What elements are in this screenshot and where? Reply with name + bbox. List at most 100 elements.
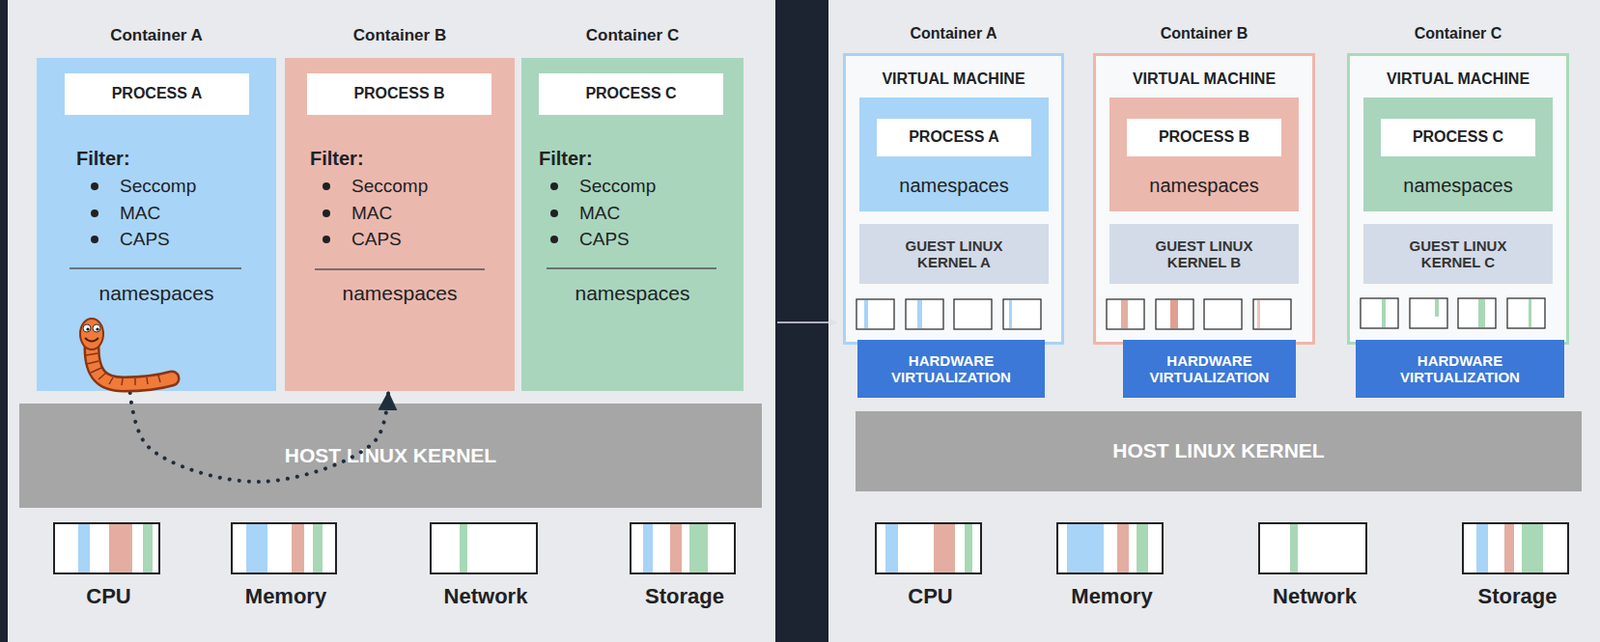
text-slot: HOST LINUX KERNEL (19, 403, 762, 508)
kernel-label: HOST LINUX KERNEL (284, 444, 497, 468)
bullet-dot (90, 235, 99, 244)
bullet-dot (550, 235, 559, 244)
usage-stripe (142, 522, 153, 575)
usage-stripe (291, 522, 305, 575)
text-slot: HOST LINUX KERNEL (855, 411, 1582, 492)
usage-stripe (670, 522, 682, 575)
text-slot: Container A (842, 20, 1065, 48)
text-slot: Memory (203, 582, 368, 612)
filter-heading: Filter: (309, 147, 365, 170)
text-slot: GUEST LINUX KERNEL B (1130, 224, 1278, 284)
kernel-label: HOST LINUX KERNEL (1112, 439, 1324, 463)
namespaces-label: namespaces (1149, 174, 1259, 197)
namespaces-label: namespaces (341, 281, 457, 306)
hardware-virtualization-label: HARDWARE VIRTUALIZATION (1365, 352, 1555, 387)
filter-item: CAPS (579, 228, 630, 251)
resource-label: Network (1272, 584, 1357, 609)
resource-label: Memory (245, 584, 327, 609)
filter-item: MAC (119, 202, 161, 225)
text-slot: Container A (36, 21, 277, 51)
worm-eye (92, 324, 101, 333)
namespaces-label: namespaces (898, 174, 1009, 197)
guest-kernel-box: GUEST LINUX KERNEL C (1363, 224, 1553, 284)
usage-stripe (246, 522, 268, 575)
text-slot: Storage (1434, 582, 1600, 612)
panel-arrow-line (777, 321, 833, 324)
text-slot: namespaces (284, 280, 515, 308)
resource-box: Storage (1461, 522, 1570, 575)
text-slot: namespaces (859, 170, 1049, 200)
usage-stripe (689, 522, 708, 575)
usage-stripe (964, 522, 973, 575)
filter-item: MAC (351, 202, 393, 225)
process-label: PROCESS B (1158, 128, 1250, 146)
divider-lines (69, 268, 717, 270)
usage-stripe (643, 522, 653, 575)
usage-stripe (1521, 522, 1544, 575)
guest-kernel-box: GUEST LINUX KERNEL B (1109, 224, 1299, 284)
text-slot: Seccomp (322, 173, 507, 199)
text-slot: PROCESS A (876, 118, 1032, 157)
resource-box: Memory (1056, 522, 1164, 575)
text-slot: VIRTUAL MACHINE (842, 65, 1065, 93)
text-slot: HARDWARE VIRTUALIZATION (1132, 339, 1287, 398)
usage-stripe (1290, 522, 1298, 575)
vm-slots (856, 298, 1545, 330)
resource-ground (874, 522, 983, 575)
filter-item: CAPS (351, 228, 402, 251)
text-slot: namespaces (1109, 170, 1299, 200)
text-slot: VIRTUAL MACHINE (1347, 65, 1570, 93)
filter-item: CAPS (119, 228, 170, 251)
divider-line (314, 268, 485, 271)
filter-heading: Filter: (538, 147, 593, 170)
resource-label: Storage (1478, 584, 1558, 609)
divider-line (69, 267, 242, 270)
text-slot: Seccomp (550, 173, 736, 199)
divider-line (546, 267, 717, 270)
text-slot: CPU (26, 582, 192, 612)
text-slot: Memory (1029, 582, 1195, 612)
resource-ground (230, 522, 337, 575)
process-label: PROCESS A (112, 84, 203, 103)
namespaces-label: namespaces (1403, 174, 1513, 197)
usage-stripe (1504, 522, 1515, 575)
kernel-band: HOST LINUX KERNEL (19, 403, 762, 508)
process-label: PROCESS C (585, 84, 676, 103)
bullet-dot (322, 182, 331, 191)
worm-smile (84, 337, 99, 342)
container-column: Container AFilter:SeccompMACCAPSnamespac… (36, 57, 277, 392)
text-slot: Container C (521, 21, 744, 51)
filter-item: Seccomp (579, 175, 656, 197)
text-slot: namespaces (521, 280, 744, 308)
text-slot: Storage (602, 582, 767, 612)
guest-kernel-label: GUEST LINUX KERNEL C (1384, 237, 1532, 272)
namespace-box: namespaces PROCESS B (1109, 97, 1299, 212)
usage-stripe (933, 522, 955, 575)
filter-item: Seccomp (351, 175, 428, 197)
bullet-dot (550, 209, 559, 218)
worm-pupil (95, 327, 99, 331)
process-label: PROCESS B (353, 84, 445, 103)
usage-stripe (1117, 522, 1129, 575)
bullet-dot (322, 209, 331, 218)
bullet-dot (322, 235, 331, 244)
text-slot: CAPS (90, 226, 269, 253)
panel-arrow-head (829, 318, 839, 327)
resource-box: Memory (230, 522, 337, 575)
resource-label: Storage (645, 584, 725, 609)
text-slot: Container B (284, 21, 515, 51)
guest-kernel-box: GUEST LINUX KERNEL A (859, 224, 1049, 284)
resource-label: Memory (1070, 584, 1152, 609)
resource-box: Network (1258, 522, 1368, 575)
hardware-virtualization-box: HARDWARE VIRTUALIZATION (857, 339, 1045, 398)
process-box: PROCESS C (1380, 118, 1536, 157)
left-panel (7, 0, 776, 642)
usage-stripe (78, 522, 90, 575)
text-slot: PROCESS B (307, 73, 492, 115)
usage-stripe (312, 522, 323, 575)
kernel-band: HOST LINUX KERNEL (855, 411, 1582, 492)
text-slot: Network (402, 582, 569, 612)
resource-ground (1461, 522, 1570, 575)
namespaces-label: namespaces (574, 281, 690, 306)
resource-fill (53, 522, 1570, 575)
